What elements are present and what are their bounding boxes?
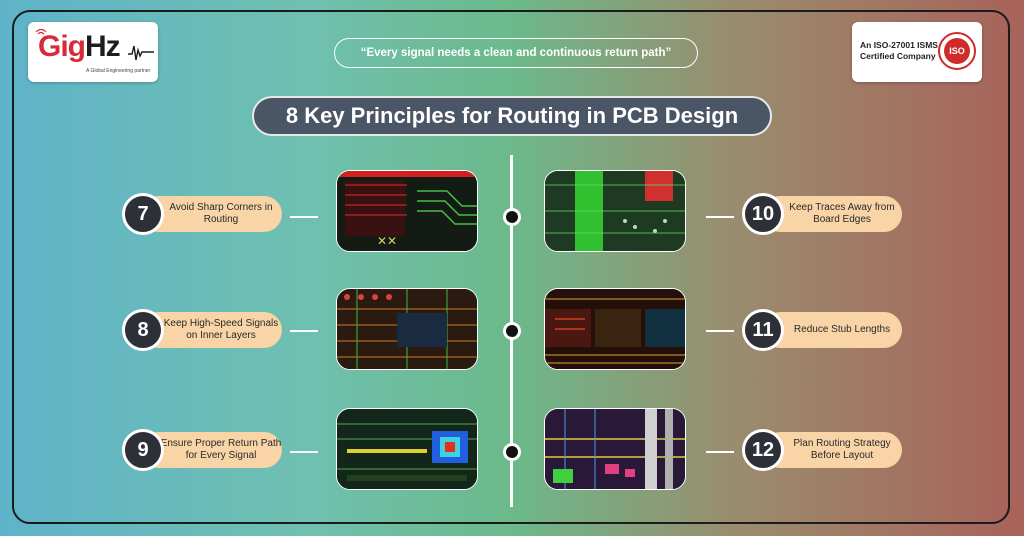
principle-7-label: Avoid Sharp Corners in Routing bbox=[140, 196, 282, 232]
principle-11-number: 11 bbox=[742, 309, 784, 351]
pcb-image-sharp-corners: ✕✕ bbox=[336, 170, 478, 252]
iso-text: An ISO-27001 ISMS Certified Company bbox=[860, 40, 938, 61]
pcb-image-return-path bbox=[336, 408, 478, 490]
principle-12-number: 12 bbox=[742, 429, 784, 471]
signal-wave-icon bbox=[128, 45, 154, 61]
wifi-icon bbox=[35, 28, 47, 35]
page-frame bbox=[12, 10, 1010, 524]
logo-hz-text: Hz bbox=[85, 30, 121, 63]
page-title: 8 Key Principles for Routing in PCB Desi… bbox=[252, 96, 772, 136]
connector-line bbox=[290, 451, 318, 453]
principle-9-number: 9 bbox=[122, 429, 164, 471]
logo-gig-text: Gig bbox=[38, 30, 86, 63]
principle-10-number: 10 bbox=[742, 193, 784, 235]
iso-certification-card: An ISO-27001 ISMS Certified Company ISO bbox=[852, 22, 982, 82]
pcb-image-routing-strategy bbox=[544, 408, 686, 490]
connector-line bbox=[706, 216, 734, 218]
pcb-image-board-edges bbox=[544, 170, 686, 252]
quote-banner: “Every signal needs a clean and continuo… bbox=[334, 38, 698, 68]
principle-8-number: 8 bbox=[122, 309, 164, 351]
connector-line bbox=[290, 216, 318, 218]
principle-12-label: Plan Routing Strategy Before Layout bbox=[762, 432, 902, 468]
timeline-dot bbox=[503, 208, 521, 226]
connector-line bbox=[706, 330, 734, 332]
iso-seal-text: ISO bbox=[944, 38, 970, 64]
timeline-dot bbox=[503, 322, 521, 340]
svg-text:✕✕: ✕✕ bbox=[377, 234, 397, 248]
pcb-image-inner-layers bbox=[336, 288, 478, 370]
principle-11-label: Reduce Stub Lengths bbox=[762, 312, 902, 348]
gighz-logo[interactable]: GigHz A Global Engineering partner bbox=[28, 22, 158, 82]
timeline-dot bbox=[503, 443, 521, 461]
connector-line bbox=[290, 330, 318, 332]
principle-10-label: Keep Traces Away from Board Edges bbox=[762, 196, 902, 232]
iso-seal-icon: ISO bbox=[938, 32, 976, 70]
pcb-image-stub-lengths bbox=[544, 288, 686, 370]
connector-line bbox=[706, 451, 734, 453]
logo-wordmark: GigHz bbox=[38, 30, 121, 64]
logo-tagline: A Global Engineering partner bbox=[86, 68, 151, 74]
principle-7-number: 7 bbox=[122, 193, 164, 235]
